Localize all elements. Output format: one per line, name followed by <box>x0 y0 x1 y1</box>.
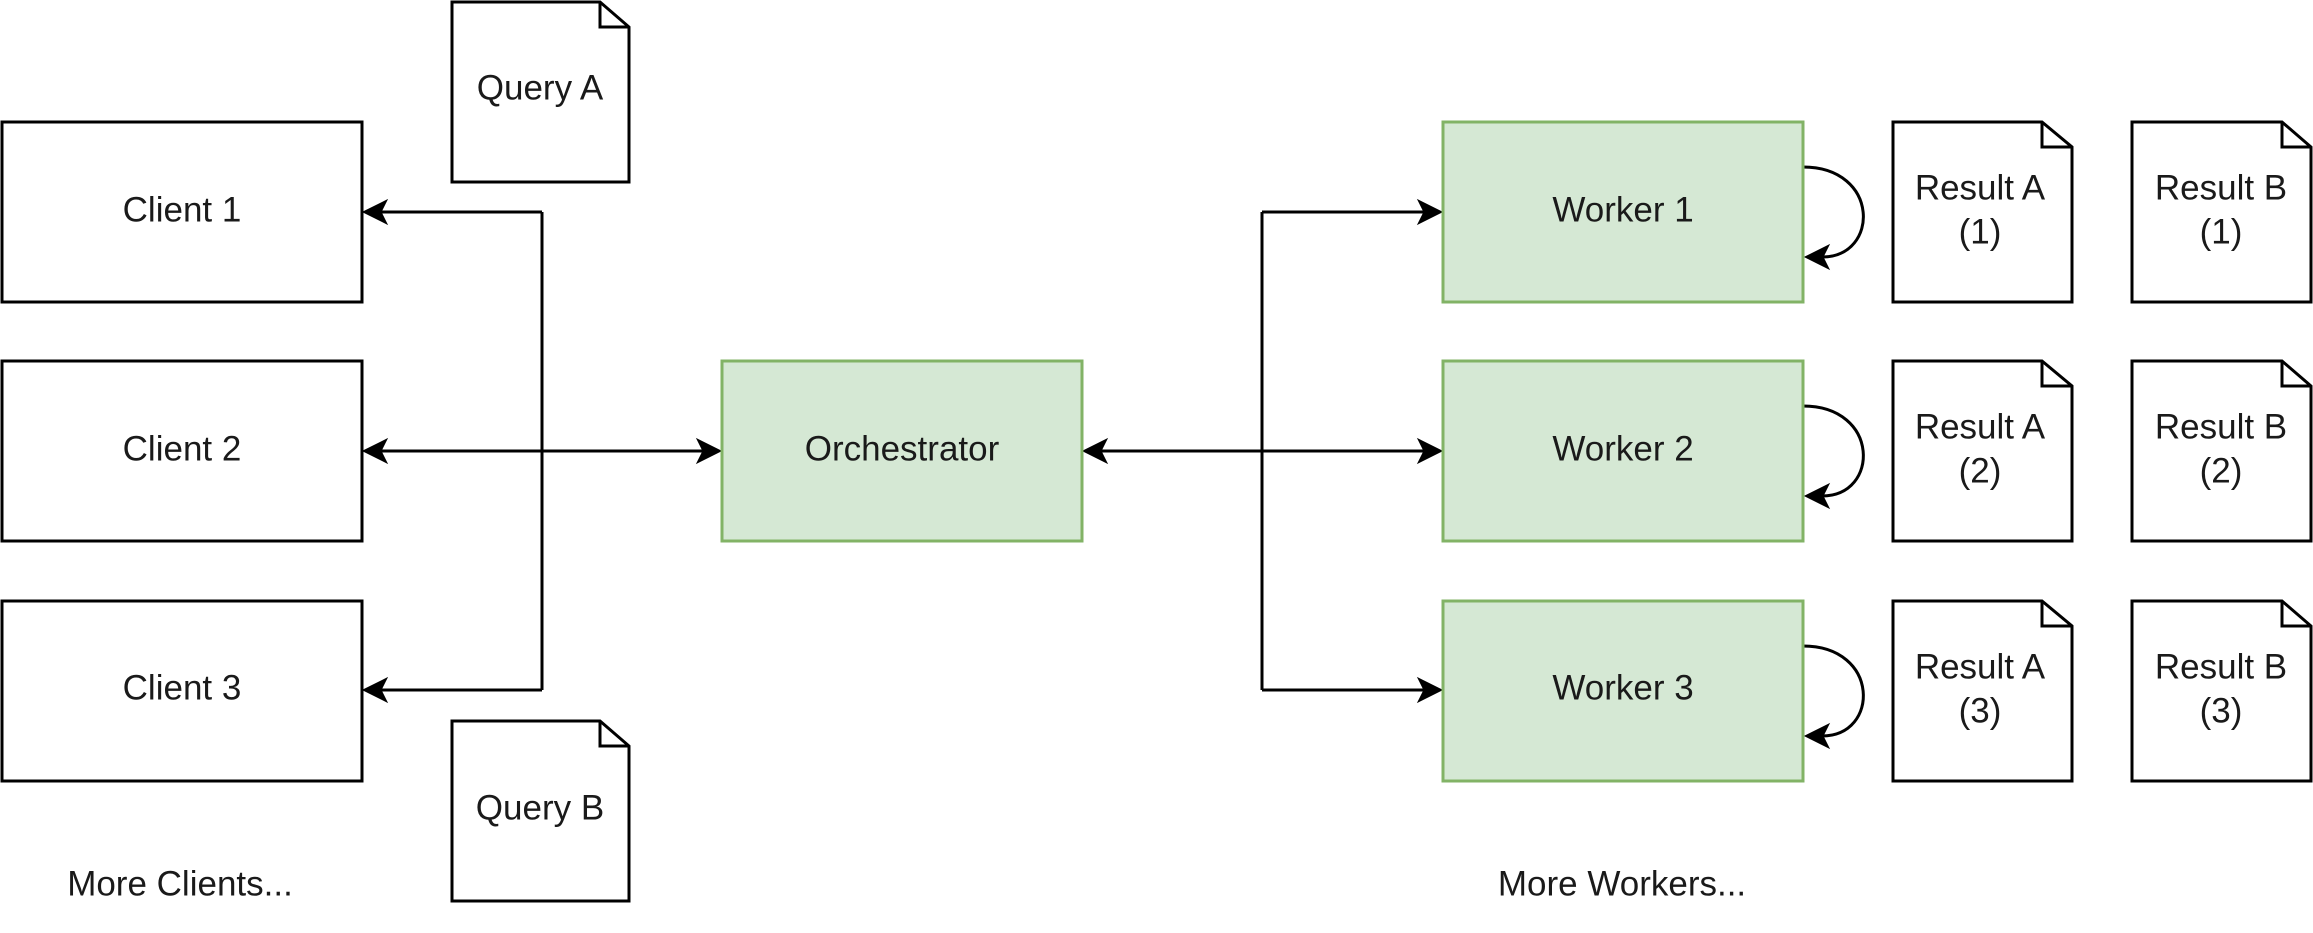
arrowhead-client-1 <box>361 198 389 226</box>
worker-1: Worker 1 <box>1441 120 1805 304</box>
result-b-1-line1: Result B <box>2155 168 2287 207</box>
client-2: Client 2 <box>0 359 364 543</box>
orchestrator-label: Orchestrator <box>805 429 1000 468</box>
result-b-1-line2: (1) <box>2200 212 2243 251</box>
client-2-label: Client 2 <box>123 429 242 468</box>
arrowhead-self-loop-worker-1 <box>1803 243 1831 271</box>
query-b-label: Query B <box>476 788 604 827</box>
arrowhead-orchestrator-right <box>1081 437 1109 465</box>
worker-2: Worker 2 <box>1441 359 1805 543</box>
result-a-3-line1: Result A <box>1915 647 2046 686</box>
result-a-2-line2: (2) <box>1959 451 2002 490</box>
result-a-2-document: Result A (2) <box>1891 359 2074 543</box>
result-a-3-document: Result A (3) <box>1891 599 2074 783</box>
arrowhead-client-2 <box>361 437 389 465</box>
arrowhead-client-3 <box>361 676 389 704</box>
more-clients-label: More Clients... <box>67 864 293 903</box>
arrowhead-orchestrator-left <box>695 437 723 465</box>
orchestrator: Orchestrator <box>720 359 1084 543</box>
result-b-3-document: Result B (3) <box>2130 599 2313 783</box>
worker-1-label: Worker 1 <box>1552 190 1693 229</box>
client-3-label: Client 3 <box>123 668 242 707</box>
result-b-2-document: Result B (2) <box>2130 359 2313 543</box>
client-3: Client 3 <box>0 599 364 783</box>
client-1: Client 1 <box>0 120 364 304</box>
query-b-document: Query B <box>450 719 631 903</box>
arrowhead-worker-3 <box>1416 676 1444 704</box>
more-workers-label: More Workers... <box>1498 864 1746 903</box>
query-a-label: Query A <box>477 68 604 107</box>
worker-3-label: Worker 3 <box>1552 668 1693 707</box>
result-b-3-line2: (3) <box>2200 691 2243 730</box>
arrowhead-worker-1 <box>1416 198 1444 226</box>
self-loop-worker-3 <box>1802 644 1865 738</box>
result-b-1-document: Result B (1) <box>2130 120 2313 304</box>
connectors <box>361 165 1865 750</box>
result-a-1-line2: (1) <box>1959 212 2002 251</box>
result-b-3-line1: Result B <box>2155 647 2287 686</box>
result-a-1-line1: Result A <box>1915 168 2046 207</box>
arrowhead-self-loop-worker-3 <box>1803 722 1831 750</box>
result-a-2-line1: Result A <box>1915 407 2046 446</box>
result-b-2-line2: (2) <box>2200 451 2243 490</box>
worker-2-label: Worker 2 <box>1552 429 1693 468</box>
result-a-1-document: Result A (1) <box>1891 120 2074 304</box>
arrowhead-self-loop-worker-2 <box>1803 482 1831 510</box>
client-1-label: Client 1 <box>123 190 242 229</box>
worker-3: Worker 3 <box>1441 599 1805 783</box>
self-loop-worker-1 <box>1802 165 1865 259</box>
query-a-document: Query A <box>450 0 631 184</box>
result-b-2-line1: Result B <box>2155 407 2287 446</box>
arrowhead-worker-2 <box>1416 437 1444 465</box>
result-a-3-line2: (3) <box>1959 691 2002 730</box>
self-loop-worker-2 <box>1802 404 1865 498</box>
